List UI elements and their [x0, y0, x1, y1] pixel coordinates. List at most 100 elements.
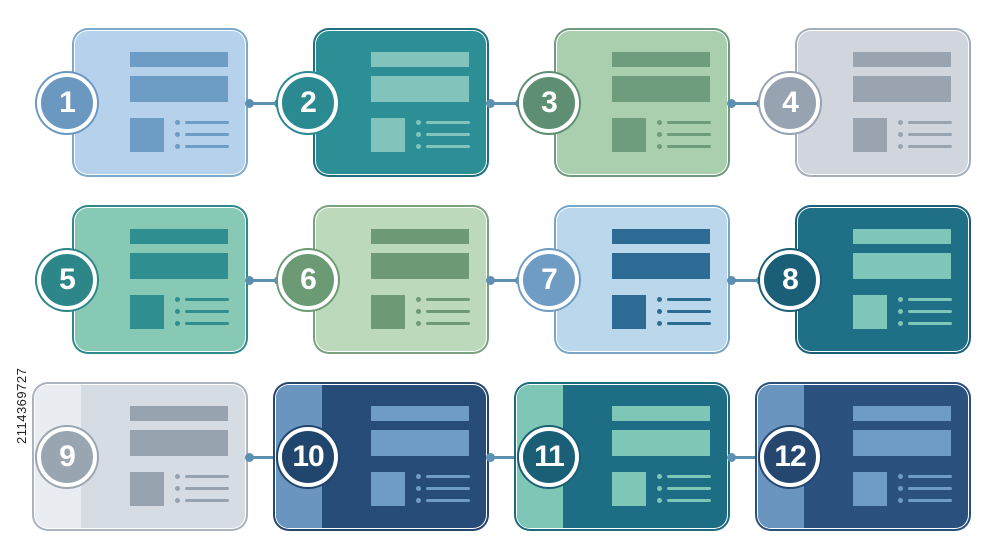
- image-placeholder: [130, 118, 164, 152]
- bullet-dot-icon: [175, 309, 180, 314]
- bullet-line-placeholder: [667, 121, 711, 124]
- stock-id-label: 2114369727: [14, 367, 29, 444]
- image-placeholder: [853, 295, 887, 329]
- subtitle-bar-placeholder: [371, 430, 469, 456]
- bullet-dot-icon: [898, 120, 903, 125]
- step-number-badge: 4: [760, 72, 820, 133]
- bullet-dot-icon: [657, 486, 662, 491]
- step-number-badge: 3: [519, 72, 579, 133]
- step-number-badge: 10: [278, 426, 338, 487]
- image-placeholder: [853, 472, 887, 506]
- bullet-dot-icon: [175, 144, 180, 149]
- bullet-line-placeholder: [667, 475, 711, 478]
- step-number-badge: 7: [519, 249, 579, 310]
- bullet-line-placeholder: [667, 298, 711, 301]
- bullet-dot-icon: [657, 132, 662, 137]
- bullet-line-placeholder: [426, 322, 470, 325]
- bullet-line-placeholder: [667, 499, 711, 502]
- title-bar-placeholder: [612, 229, 710, 244]
- title-bar-placeholder: [371, 52, 469, 67]
- bullet-dot-icon: [657, 321, 662, 326]
- title-bar-placeholder: [853, 52, 951, 67]
- step-card-10: [276, 385, 486, 528]
- title-bar-placeholder: [612, 406, 710, 421]
- subtitle-bar-placeholder: [612, 76, 710, 102]
- image-placeholder: [371, 118, 405, 152]
- step-card-3: [557, 31, 727, 174]
- subtitle-bar-placeholder: [612, 430, 710, 456]
- image-placeholder: [130, 472, 164, 506]
- bullet-dot-icon: [898, 486, 903, 491]
- step-card-12: [758, 385, 968, 528]
- bullet-line-placeholder: [908, 499, 952, 502]
- bullet-line-placeholder: [908, 475, 952, 478]
- bullet-dot-icon: [416, 144, 421, 149]
- bullet-dot-icon: [898, 474, 903, 479]
- bullet-line-placeholder: [908, 145, 952, 148]
- subtitle-bar-placeholder: [853, 253, 951, 279]
- bullet-dot-icon: [898, 297, 903, 302]
- bullet-dot-icon: [416, 474, 421, 479]
- bullet-line-placeholder: [908, 310, 952, 313]
- bullet-line-placeholder: [426, 310, 470, 313]
- bullet-dot-icon: [898, 498, 903, 503]
- subtitle-bar-placeholder: [130, 76, 228, 102]
- bullet-dot-icon: [898, 309, 903, 314]
- bullet-dot-icon: [657, 297, 662, 302]
- image-placeholder: [371, 295, 405, 329]
- bullet-dot-icon: [416, 486, 421, 491]
- subtitle-bar-placeholder: [130, 253, 228, 279]
- bullet-dot-icon: [416, 309, 421, 314]
- bullet-line-placeholder: [667, 487, 711, 490]
- bullet-line-placeholder: [185, 298, 229, 301]
- bullet-dot-icon: [657, 498, 662, 503]
- step-card-6: [316, 208, 486, 351]
- step-number-badge: 2: [278, 72, 338, 133]
- step-connector: [486, 98, 524, 108]
- step-connector: [727, 275, 765, 285]
- bullet-line-placeholder: [185, 133, 229, 136]
- bullet-line-placeholder: [185, 499, 229, 502]
- bullet-line-placeholder: [908, 322, 952, 325]
- bullet-dot-icon: [898, 132, 903, 137]
- bullet-line-placeholder: [908, 487, 952, 490]
- step-number-badge: 5: [37, 249, 97, 310]
- subtitle-bar-placeholder: [371, 253, 469, 279]
- subtitle-bar-placeholder: [853, 76, 951, 102]
- bullet-line-placeholder: [908, 121, 952, 124]
- bullet-line-placeholder: [667, 133, 711, 136]
- bullet-dot-icon: [175, 486, 180, 491]
- bullet-dot-icon: [175, 297, 180, 302]
- bullet-dot-icon: [657, 474, 662, 479]
- step-number-badge: 11: [519, 426, 579, 487]
- title-bar-placeholder: [853, 229, 951, 244]
- subtitle-bar-placeholder: [853, 430, 951, 456]
- image-placeholder: [371, 472, 405, 506]
- title-bar-placeholder: [371, 229, 469, 244]
- image-placeholder: [130, 295, 164, 329]
- bullet-line-placeholder: [667, 322, 711, 325]
- bullet-dot-icon: [416, 132, 421, 137]
- image-placeholder: [612, 295, 646, 329]
- step-card-2: [316, 31, 486, 174]
- bullet-dot-icon: [175, 132, 180, 137]
- step-card-7: [557, 208, 727, 351]
- bullet-line-placeholder: [667, 145, 711, 148]
- bullet-dot-icon: [657, 120, 662, 125]
- bullet-line-placeholder: [426, 145, 470, 148]
- image-placeholder: [612, 472, 646, 506]
- step-number-badge: 1: [37, 72, 97, 133]
- subtitle-bar-placeholder: [130, 430, 228, 456]
- step-connector: [727, 98, 765, 108]
- step-card-1: [75, 31, 245, 174]
- bullet-dot-icon: [175, 498, 180, 503]
- step-number-badge: 9: [37, 426, 97, 487]
- bullet-dot-icon: [175, 474, 180, 479]
- bullet-line-placeholder: [185, 487, 229, 490]
- subtitle-bar-placeholder: [612, 253, 710, 279]
- title-bar-placeholder: [612, 52, 710, 67]
- title-bar-placeholder: [130, 52, 228, 67]
- title-bar-placeholder: [130, 229, 228, 244]
- image-placeholder: [853, 118, 887, 152]
- step-card-4: [798, 31, 968, 174]
